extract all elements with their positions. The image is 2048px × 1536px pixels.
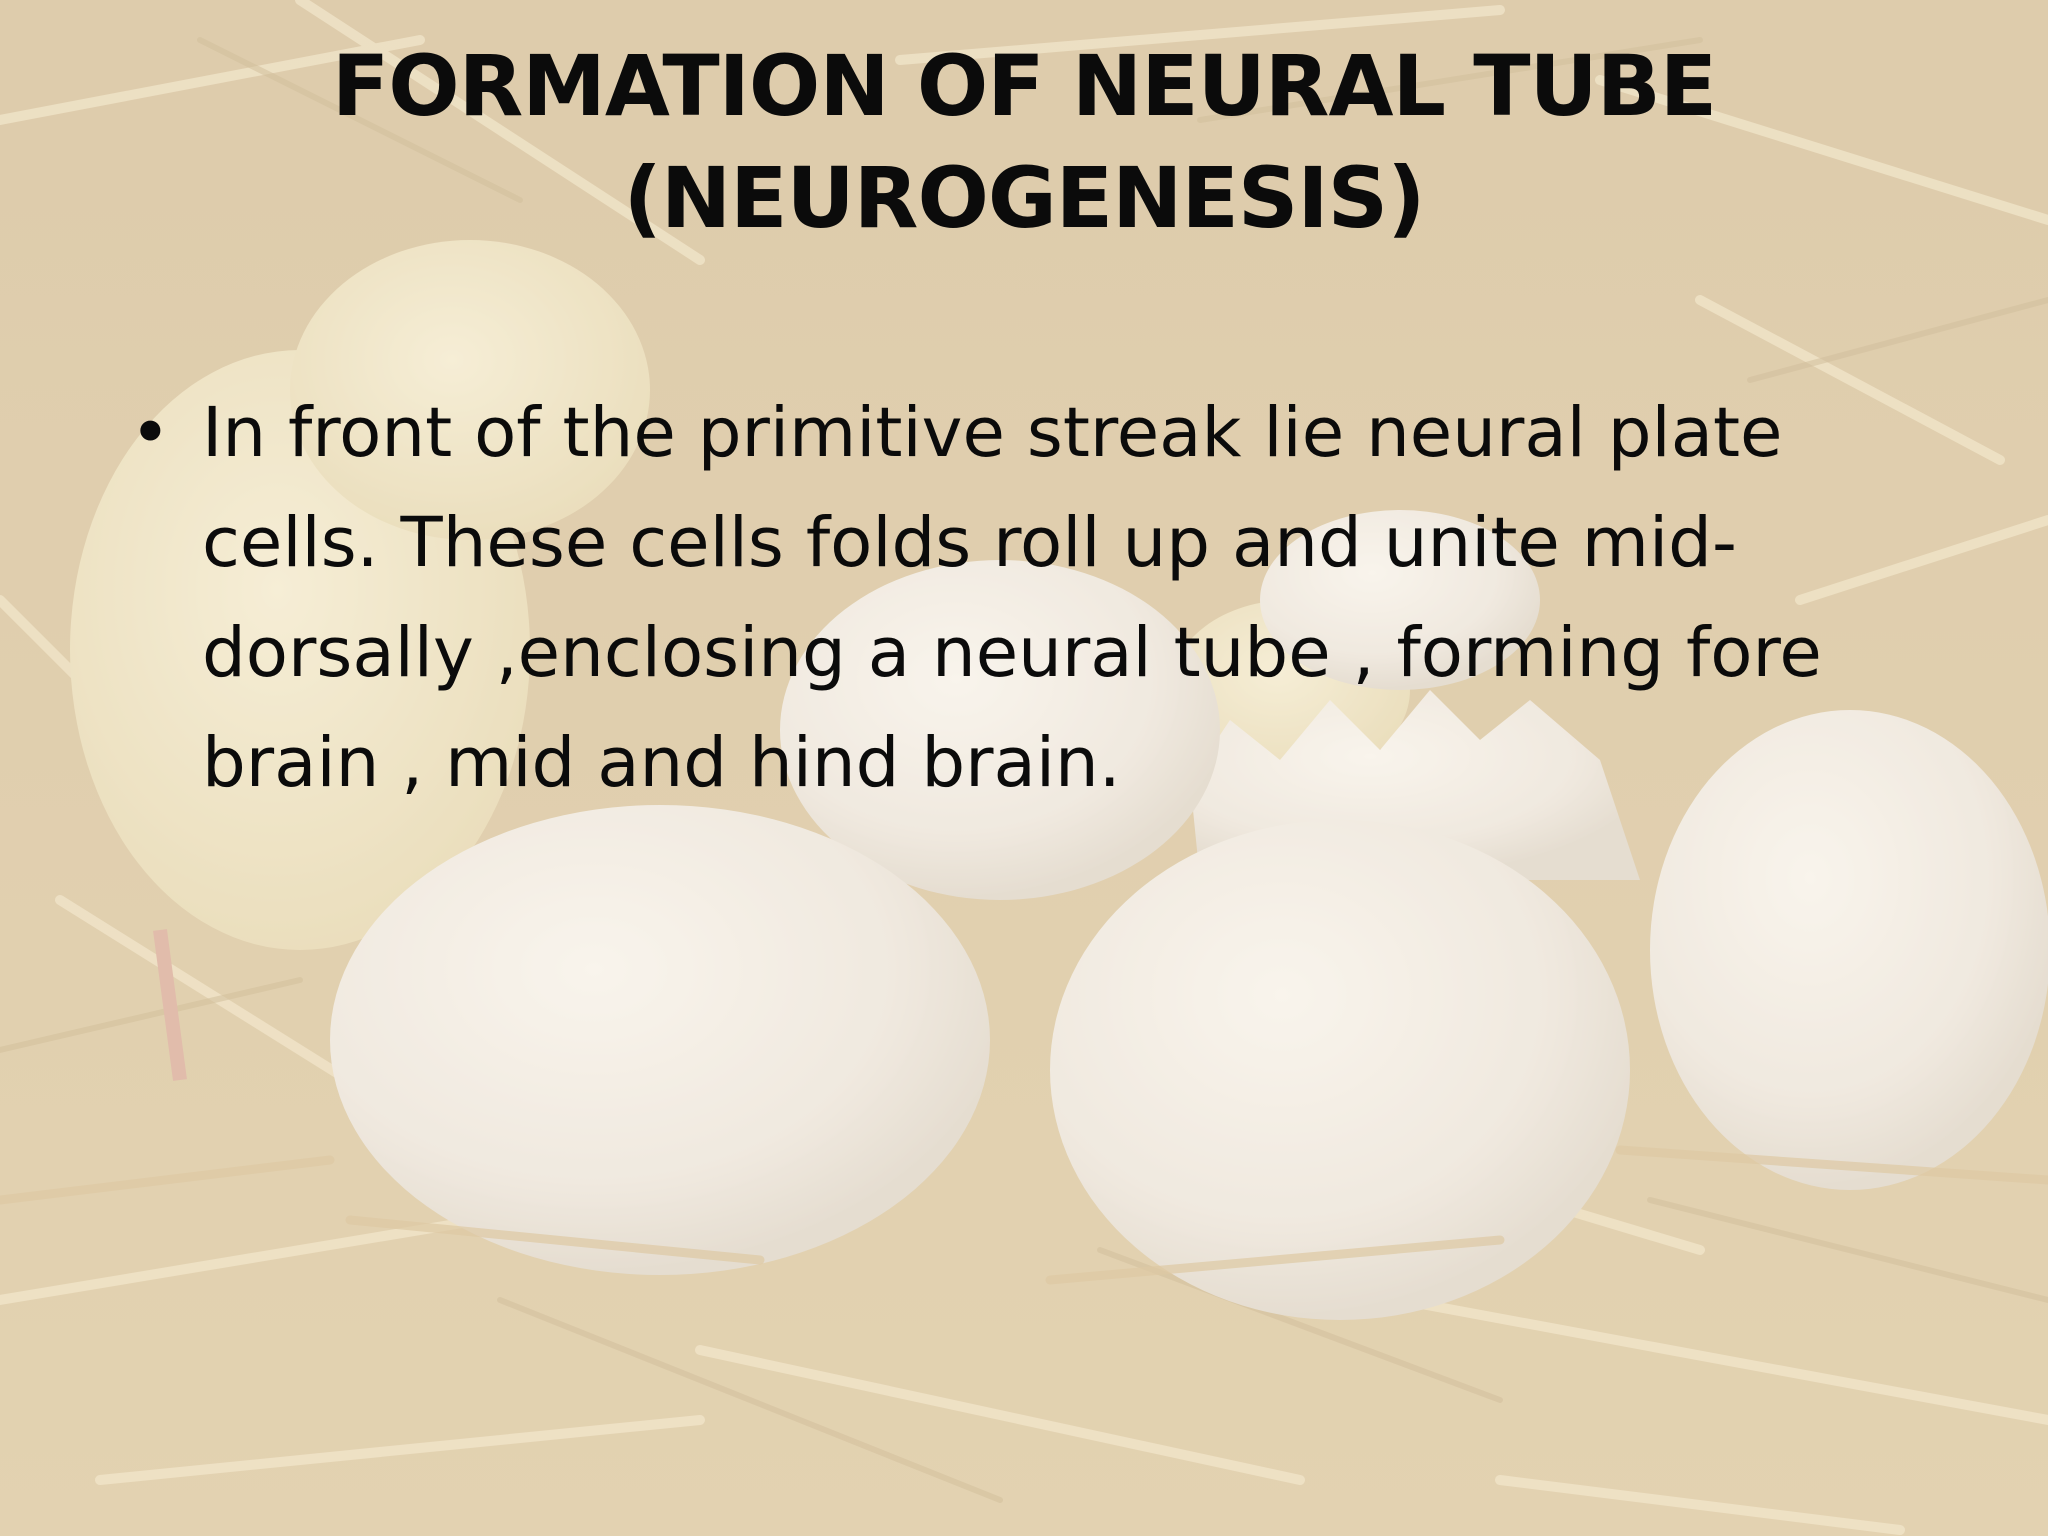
bullet-text: In front of the primitive streak lie neu… xyxy=(202,393,1822,803)
slide-title-line-1: FORMATION OF NEURAL TUBE xyxy=(331,37,1717,135)
bullet-dot-icon: • xyxy=(130,393,171,473)
slide-title-line-2: (NEUROGENESIS) xyxy=(623,149,1425,247)
bullet-item: • In front of the primitive streak lie n… xyxy=(120,378,1960,818)
slide-title: FORMATION OF NEURAL TUBE (NEUROGENESIS) xyxy=(120,30,1928,254)
bullet-list: • In front of the primitive streak lie n… xyxy=(120,378,1960,818)
